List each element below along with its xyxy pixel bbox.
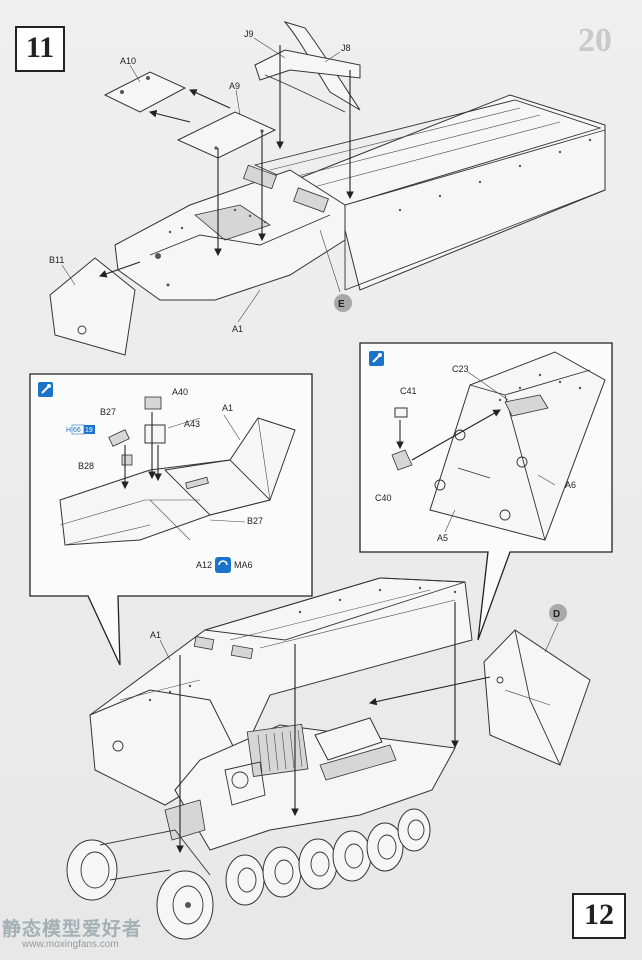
part-c41 [394, 407, 408, 418]
marker-e: E [338, 299, 345, 310]
rotate-icon [215, 557, 231, 573]
label-a10: A10 [120, 56, 136, 66]
label-a1-step11: A1 [232, 324, 243, 334]
road-wheels [225, 808, 431, 906]
step12-vehicle [66, 577, 473, 940]
part-b11 [49, 257, 136, 356]
ref-h-letter: H [66, 427, 71, 434]
part-b27-top [108, 429, 130, 447]
label-b11: B11 [49, 255, 64, 265]
marker-d-badge [549, 604, 567, 622]
part-a43 [144, 424, 166, 444]
step-number-12: 12 [572, 893, 626, 939]
label-c40: C40 [375, 493, 392, 503]
label-c41: C41 [400, 386, 417, 396]
label-a6: A6 [565, 480, 576, 490]
detail-callout-right: C23 C41 C40 A5 A6 [359, 342, 613, 641]
label-j9: J9 [244, 29, 254, 39]
part-b28 [121, 454, 133, 466]
label-a1-step12: A1 [150, 630, 161, 640]
step11-hull [114, 94, 606, 301]
page-number: 20 [578, 22, 612, 59]
ref-h-badge: 19 [85, 427, 93, 434]
part-rear-door [483, 629, 591, 766]
part-c23 [504, 394, 549, 417]
label-c23: C23 [452, 364, 469, 374]
label-a5: A5 [437, 533, 448, 543]
label-j8: J8 [341, 43, 351, 53]
marker-e-badge [334, 294, 352, 312]
ref-h-number: 66 [73, 427, 81, 434]
part-a9 [176, 111, 277, 159]
label-a12: A12 [196, 560, 212, 570]
label-ma6: MA6 [234, 560, 253, 570]
part-a40 [144, 396, 162, 410]
detail-callout-left: A40 A1 B27 A43 B28 B27 A12 MA6 H 66 19 [29, 373, 313, 666]
watermark-url: www.moxingfans.com [22, 939, 119, 950]
part-a10 [103, 71, 187, 113]
part-c40 [391, 449, 413, 471]
label-a1-detail: A1 [222, 403, 233, 413]
label-a43: A43 [184, 419, 200, 429]
label-b27-bottom: B27 [247, 516, 263, 526]
label-b27-top: B27 [100, 407, 116, 417]
label-a9: A9 [229, 81, 240, 91]
part-b27-bottom [185, 476, 209, 490]
part-j8 [254, 49, 361, 81]
label-a40: A40 [172, 387, 188, 397]
watermark: 静态模型爱好者 www.moxingfans.com [2, 914, 172, 954]
watermark-text: 静态模型爱好者 [2, 918, 143, 940]
label-b28: B28 [78, 461, 94, 471]
step-number-11: 11 [15, 26, 65, 72]
marker-d: D [553, 609, 560, 620]
